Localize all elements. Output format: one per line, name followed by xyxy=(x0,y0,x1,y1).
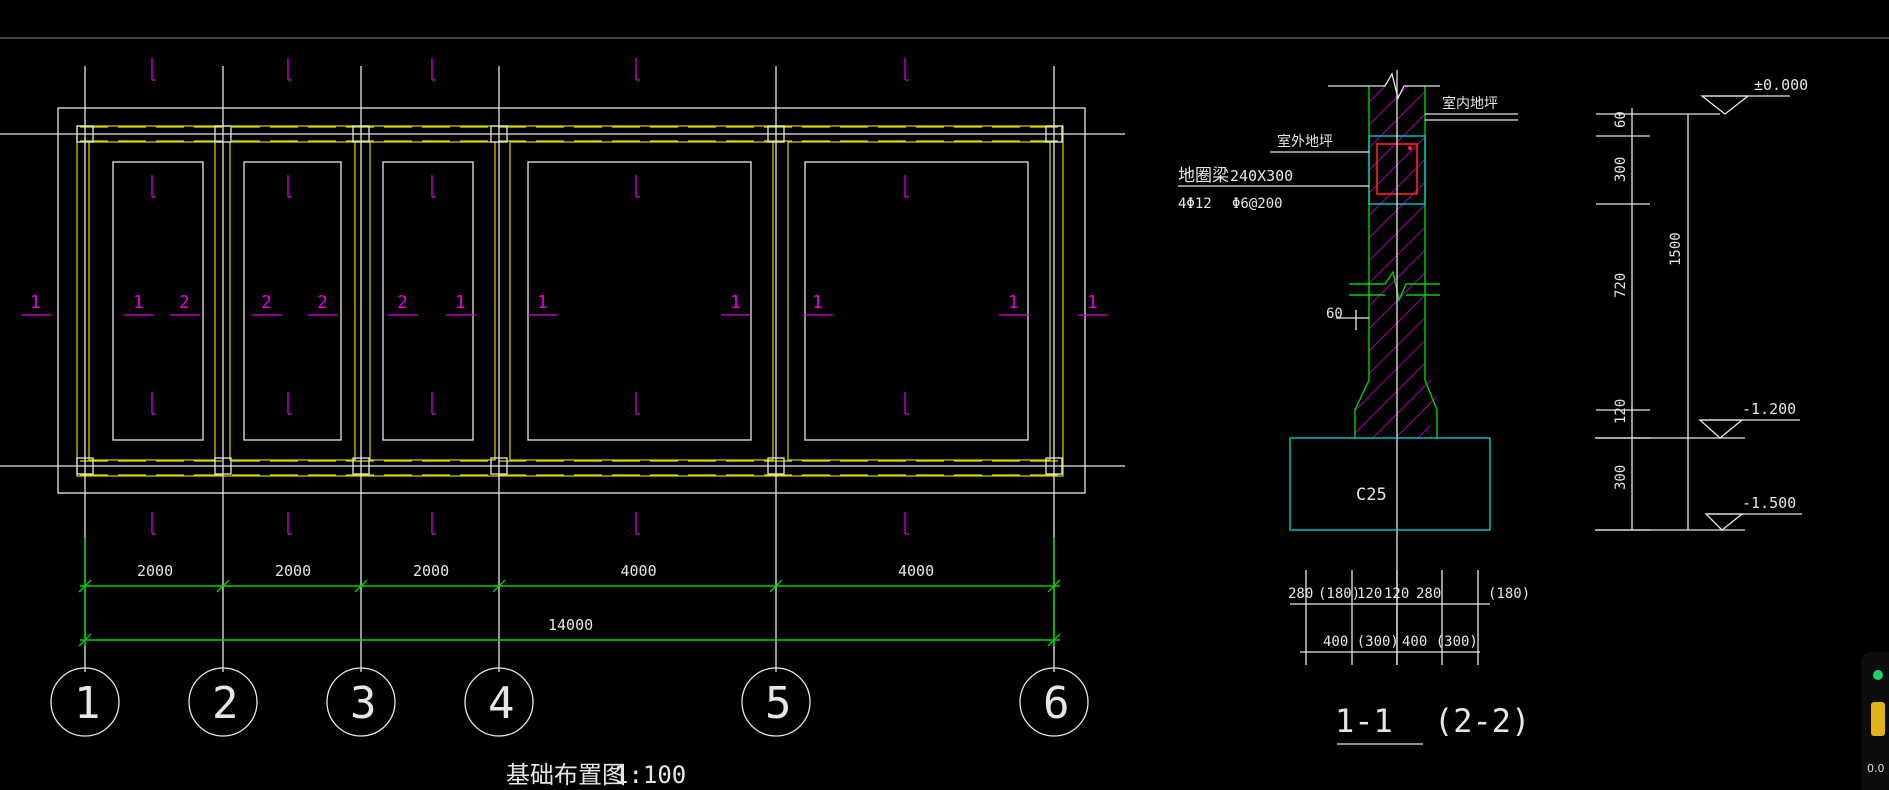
dimension-tick xyxy=(492,579,506,593)
column-mark-3-1 xyxy=(352,125,370,143)
elevation-segment: 300 xyxy=(1613,465,1629,490)
indoor-grade-label: 室内地坪 xyxy=(1442,95,1498,112)
section-cut-number: 2 xyxy=(397,292,408,313)
top-break-line xyxy=(1328,72,1440,100)
floating-status-widget[interactable]: 0.0 xyxy=(1861,652,1889,790)
step-dim: 60 xyxy=(1326,306,1343,322)
dimension-tick xyxy=(769,579,783,593)
level-0: ±0.000 xyxy=(1754,76,1808,94)
section-cut-number: 2 xyxy=(261,292,272,313)
section-width: (180) xyxy=(1318,586,1360,602)
section-half-width: 400 (300) xyxy=(1402,634,1478,650)
dimension-tick xyxy=(1047,633,1061,647)
column-mark-1-2 xyxy=(76,457,94,475)
elevation-segment: 300 xyxy=(1613,157,1629,182)
section-width: 120 xyxy=(1357,586,1382,602)
column-mark-1-1 xyxy=(76,125,94,143)
axis-label: 1 xyxy=(74,678,101,729)
section-cut-number: 2 xyxy=(179,292,190,313)
beam-name: 地圈梁 xyxy=(1178,166,1229,186)
plan-title: 基础布置图 xyxy=(506,761,626,789)
concrete-footing xyxy=(1289,437,1491,531)
concrete-grade: C25 xyxy=(1356,485,1387,505)
column-mark-4-2 xyxy=(490,457,508,475)
column-mark-2-1 xyxy=(214,125,232,143)
dimension-tick xyxy=(78,579,92,593)
axis-bubble-3 xyxy=(326,667,396,737)
section-cut-number: 2 xyxy=(317,292,328,313)
dimension-tick xyxy=(354,579,368,593)
column-mark-6-1 xyxy=(1045,125,1063,143)
bay-dimension: 4000 xyxy=(898,562,934,580)
axis-bubble-5 xyxy=(741,667,811,737)
status-value: 0.0 xyxy=(1867,762,1885,775)
section-width: 280 xyxy=(1288,586,1313,602)
footing-dashed-lines xyxy=(80,126,1060,476)
bay-dimension: 4000 xyxy=(621,562,657,580)
section-label-1: 1-1 xyxy=(1335,702,1393,740)
wall-section-detail[interactable]: C25 室内地坪 室外地坪 地圈梁 240X300 4Φ12 Φ6@200 60… xyxy=(1178,70,1530,745)
level-mark-1200 xyxy=(1698,419,1744,439)
axis-label: 6 xyxy=(1043,678,1070,729)
section-cut-number: 1 xyxy=(1008,292,1019,313)
section-width: 280 xyxy=(1416,586,1441,602)
axis-bubble-2 xyxy=(188,667,258,737)
section-cut-number: 1 xyxy=(812,292,823,313)
section-cut-number: 1 xyxy=(133,292,144,313)
footing-outline xyxy=(57,107,1086,494)
level-mark-1500 xyxy=(1704,513,1744,531)
axis-label: 5 xyxy=(765,678,792,729)
axis-label: 3 xyxy=(350,678,377,729)
column-mark-6-2 xyxy=(1045,457,1063,475)
rebar-dot xyxy=(1408,146,1412,150)
level-1500: -1.500 xyxy=(1742,494,1796,512)
dimension-tick xyxy=(1047,579,1061,593)
bay-dimension: 2000 xyxy=(275,562,311,580)
axis-bubble-6 xyxy=(1019,667,1089,737)
column-mark-5-1 xyxy=(767,125,785,143)
level-mark-0 xyxy=(1700,95,1750,115)
axis-bubble-1 xyxy=(50,667,120,737)
dimension-tick xyxy=(216,579,230,593)
level-1200: -1.200 xyxy=(1742,400,1796,418)
column-mark-5-2 xyxy=(767,457,785,475)
section-label-2: (2-2) xyxy=(1434,702,1530,740)
status-dot-icon xyxy=(1873,670,1883,680)
section-cut-number: 1 xyxy=(455,292,466,313)
plan-scale: 1:100 xyxy=(614,761,686,789)
section-half-width: 400 (300) xyxy=(1323,634,1399,650)
foundation-plan[interactable]: 1 1 2 2 2 2 1 1 1 1 1 1 2000 2000 2000 4000 4000 14000 1… xyxy=(0,58,1125,789)
elevation-total: 1500 xyxy=(1668,232,1684,266)
elevation-segment: 120 xyxy=(1613,399,1629,424)
outdoor-grade-label: 室外地坪 xyxy=(1277,133,1333,150)
elevation-segment: 60 xyxy=(1613,111,1629,128)
total-dimension: 14000 xyxy=(548,616,593,634)
battery-icon xyxy=(1871,702,1885,736)
mid-break-line xyxy=(1349,270,1440,303)
beam-stirrup: Φ6@200 xyxy=(1232,196,1283,212)
section-width: 120 xyxy=(1384,586,1409,602)
axis-bubble-4 xyxy=(464,667,534,737)
wall-outline xyxy=(76,125,1064,477)
beam-size: 240X300 xyxy=(1230,167,1293,185)
section-width: (180) xyxy=(1488,586,1530,602)
bay-dimension: 2000 xyxy=(413,562,449,580)
column-mark-2-2 xyxy=(214,457,232,475)
section-cut-number: 1 xyxy=(537,292,548,313)
axis-label: 2 xyxy=(212,678,239,729)
wall-outline-green xyxy=(1354,86,1438,438)
axis-label: 4 xyxy=(488,678,515,729)
bay-dimension: 2000 xyxy=(137,562,173,580)
beam-bars: 4Φ12 xyxy=(1178,196,1212,212)
elevation-segment: 720 xyxy=(1613,273,1629,298)
column-mark-4-1 xyxy=(490,125,508,143)
column-mark-3-2 xyxy=(352,457,370,475)
section-cut-number: 1 xyxy=(730,292,741,313)
dimension-tick xyxy=(78,633,92,647)
elevation-dimensions[interactable]: 60 300 720 120 300 1500 ±0.000 -1.200 -1.500 xyxy=(1595,76,1808,531)
section-cut-number: 1 xyxy=(30,292,41,313)
section-cut-number: 1 xyxy=(1087,292,1098,313)
inner-openings xyxy=(112,161,1029,441)
